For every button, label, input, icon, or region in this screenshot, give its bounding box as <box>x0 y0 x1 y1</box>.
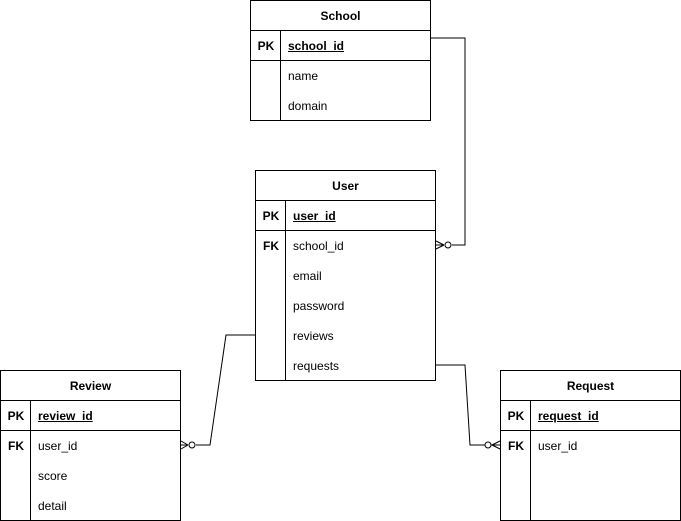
attributes: FK user_id score detail <box>1 431 180 520</box>
attribute: score <box>38 469 68 483</box>
pk-field: review_id <box>38 409 93 423</box>
entity-request[interactable]: Request PK request_id FK user_id <box>500 370 681 521</box>
pk-label: PK <box>507 409 525 423</box>
key-column <box>256 231 286 380</box>
key-column <box>1 431 31 520</box>
attribute: detail <box>38 499 67 513</box>
attribute: email <box>293 269 322 283</box>
entity-review[interactable]: Review PK review_id FK user_id score det… <box>0 370 181 521</box>
pk-label: PK <box>257 39 275 53</box>
relationship-school-user <box>430 37 466 250</box>
fk-label: FK <box>263 239 279 253</box>
attributes: FK school_id email password reviews requ… <box>256 231 435 380</box>
attribute: user_id <box>538 439 578 453</box>
entity-title: School <box>251 1 430 31</box>
attribute: domain <box>288 99 328 113</box>
entity-title: User <box>256 171 435 201</box>
pk-field: request_id <box>538 409 599 423</box>
attribute: password <box>293 299 345 313</box>
fk-label: FK <box>8 439 24 453</box>
relationship-user-request <box>435 364 501 450</box>
relationship-user-review <box>180 334 256 450</box>
attribute: name <box>288 69 319 83</box>
attribute: reviews <box>293 329 334 343</box>
pk-label: PK <box>262 209 280 223</box>
key-column <box>251 61 281 120</box>
attribute: requests <box>293 359 340 373</box>
entity-school[interactable]: School PK school_id name domain <box>250 0 431 121</box>
attribute: school_id <box>293 239 344 253</box>
pk-row: PK request_id <box>501 401 680 431</box>
pk-row: PK school_id <box>251 31 430 61</box>
pk-row: PK user_id <box>256 201 435 231</box>
entity-user[interactable]: User PK user_id FK school_id email passw… <box>255 170 436 381</box>
key-column <box>501 431 531 520</box>
attributes: name domain <box>251 61 430 120</box>
entity-title: Request <box>501 371 680 401</box>
pk-row: PK review_id <box>1 401 180 431</box>
pk-field: school_id <box>288 39 345 53</box>
attribute: user_id <box>38 439 78 453</box>
entity-title: Review <box>1 371 180 401</box>
pk-label: PK <box>7 409 25 423</box>
pk-field: user_id <box>293 209 336 223</box>
attributes: FK user_id <box>501 431 680 520</box>
fk-label: FK <box>508 439 524 453</box>
